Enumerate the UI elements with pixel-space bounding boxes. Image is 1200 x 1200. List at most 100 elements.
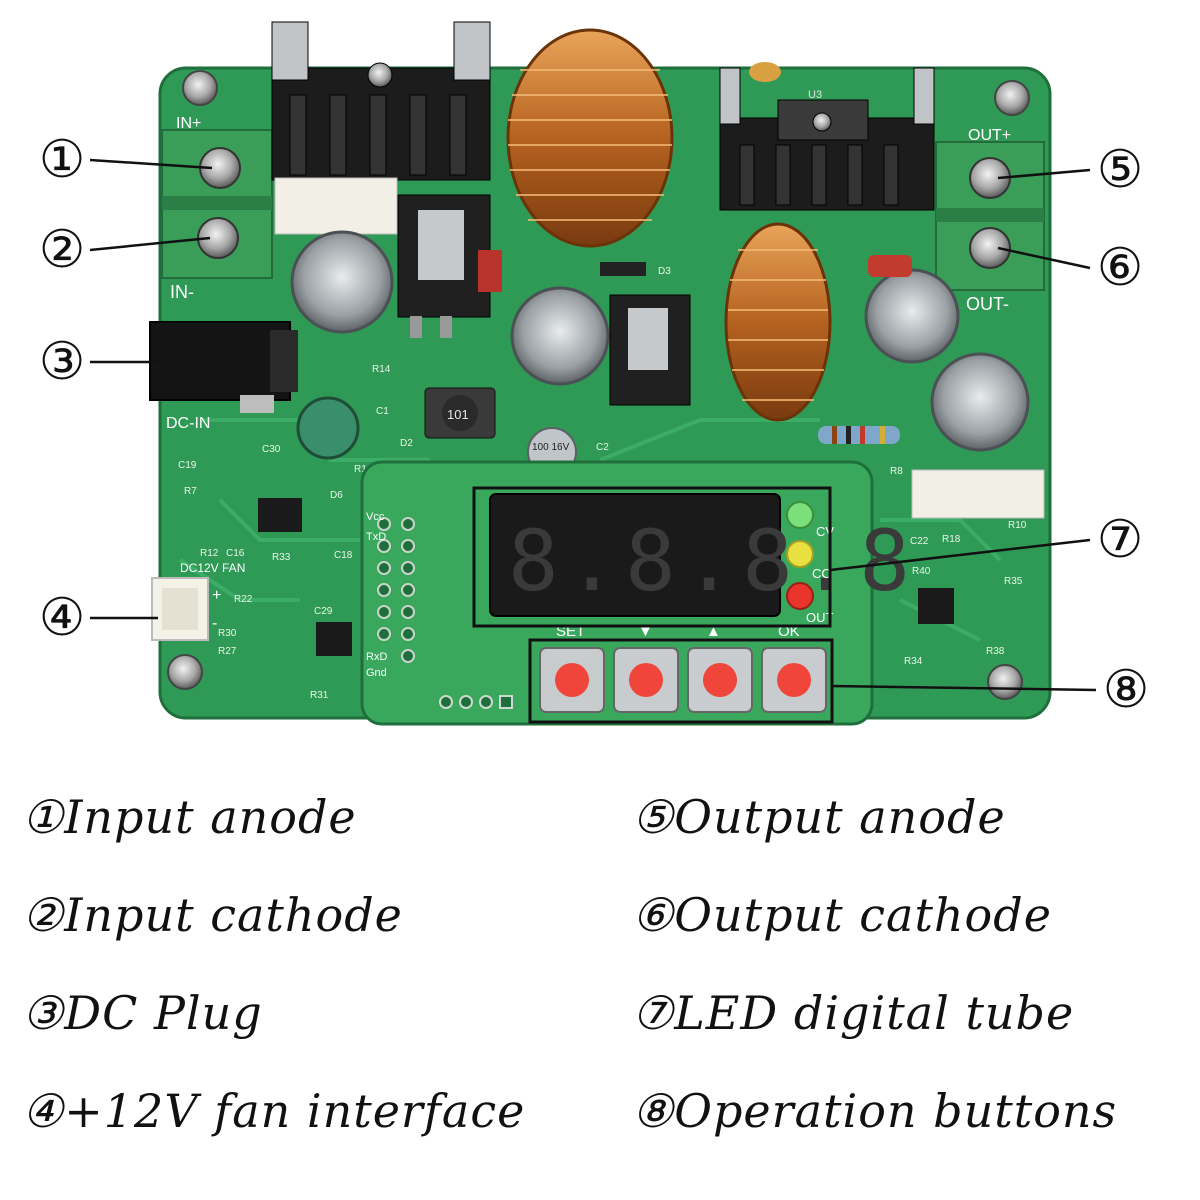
legend-num-6: ⑥ [632,888,675,942]
svg-text:R38: R38 [986,646,1005,657]
screw-top-right [994,80,1030,116]
label-cv: CV [816,524,834,539]
legend-text-4: +12V fan interface [64,1084,526,1138]
output-terminal-block: OUT+ OUT- [935,127,1045,314]
led-cc [786,540,814,568]
legend-item-1: ①Input anode [22,790,357,844]
label-gnd: Gnd [366,667,387,679]
board-photo: IN+ IN- OUT+ OUT- DC-IN [38,21,1149,726]
dc-jack: DC-IN [149,321,298,432]
legend-item-7: ⑦LED digital tube [632,986,1074,1040]
callout-4: ④ [38,588,86,648]
capacitors: 100 16V [290,230,1030,477]
legend-text-1: Input anode [64,790,357,844]
label-out: OUT [806,610,834,625]
pin-header [377,517,415,663]
svg-text:R8: R8 [890,466,903,477]
svg-text:R31: R31 [310,690,329,701]
callout-1: ① [38,130,86,190]
small-yellow-cap [749,62,781,82]
button-ok[interactable] [777,663,811,697]
legend-text-2: Input cathode [64,888,403,942]
legend-text-3: DC Plug [64,986,263,1040]
label-out-minus: OUT- [966,294,1009,314]
svg-text:C1: C1 [376,406,389,417]
svg-text:R35: R35 [1004,576,1023,587]
ic-left [258,498,302,532]
fan-connector: DC12V FAN + - [151,561,245,641]
legend-num-7: ⑦ [632,986,675,1040]
screw-top-left [182,70,218,106]
legend-item-3: ③DC Plug [22,986,263,1040]
inductor-large [506,28,674,248]
highlight-buttons [528,638,834,724]
legend-num-4: ④ [22,1084,65,1138]
svg-text:R40: R40 [912,566,931,577]
button-up[interactable] [703,663,737,697]
display-board: Vcc TxD RxD Gnd 8.8.8.8 CV CC OUT SET ▼ … [360,460,910,726]
led-out [786,582,814,610]
label-in-minus: IN- [170,282,194,302]
pcb-board-illustration: IN+ IN- OUT+ OUT- DC-IN [89,21,1097,726]
chip-101-label: 101 [447,407,469,422]
legend-num-2: ② [22,888,65,942]
callout-7: ⑦ [1096,510,1144,570]
diode-d3 [600,262,646,276]
seven-seg-display [489,493,781,617]
legend-item-4: ④+12V fan interface [22,1084,525,1138]
red-smd-2 [868,255,912,277]
svg-text:D6: D6 [330,490,343,501]
svg-text:C22: C22 [910,536,929,547]
button-set[interactable] [555,663,589,697]
pcb-traces [178,418,1002,642]
legend-num-3: ③ [22,986,65,1040]
svg-text:C2: C2 [596,442,609,453]
svg-text:C19: C19 [178,460,197,471]
ic-fan [316,622,352,656]
label-rxd: RxD [366,651,387,663]
tactile-buttons [539,647,827,713]
svg-text:C29: C29 [314,606,333,617]
callout-2: ② [38,220,86,280]
svg-text:C30: C30 [262,444,281,455]
svg-text:R34: R34 [904,656,923,667]
svg-text:R18: R18 [942,534,961,545]
svg-text:R10: R10 [1008,520,1027,531]
cap-text: 100 16V [532,442,570,453]
input-terminal-block: IN+ IN- [161,115,273,302]
label-vcc: Vcc [366,511,385,523]
legend-text-6: Output cathode [674,888,1052,942]
legend-text-8: Operation buttons [674,1084,1118,1138]
button-down[interactable] [629,663,663,697]
svg-text:R12: R12 [200,548,219,559]
legend: ①Input anode ②Input cathode ③DC Plug ④+1… [0,770,1200,1190]
svg-text:R7: R7 [184,486,197,497]
svg-text:R14: R14 [372,364,391,375]
label-txd: TxD [366,531,386,543]
led-cv [786,501,814,529]
legend-num-5: ⑤ [632,790,675,844]
screw-bottom-right [987,664,1023,700]
label-fan-plus: + [212,587,221,604]
screw-bottom-left [167,654,203,690]
red-smd-1 [478,250,502,292]
heatsink-left [271,21,491,181]
label-dc-in: DC-IN [166,415,210,432]
highlight-display [472,486,832,628]
legend-text-7: LED digital tube [674,986,1075,1040]
mosfet-left [397,194,491,338]
svg-text:D3: D3 [658,266,671,277]
label-cc: CC [812,566,831,581]
white-resistor-left [274,177,398,235]
svg-text:C18: C18 [334,550,353,561]
mosfet-right [609,294,691,406]
legend-item-2: ②Input cathode [22,888,403,942]
silk-refs: C19 C30 R7 R12 C16 R33 C18 R22 C29 R30 R… [178,266,1027,701]
ref-u3: U3 [808,89,822,101]
legend-num-8: ⑧ [632,1084,675,1138]
legend-item-8: ⑧Operation buttons [632,1084,1117,1138]
legend-num-1: ① [22,790,65,844]
smd-inductor-101: 101 [424,387,496,439]
ic-right [918,588,954,624]
mounting-screws [167,70,1030,700]
